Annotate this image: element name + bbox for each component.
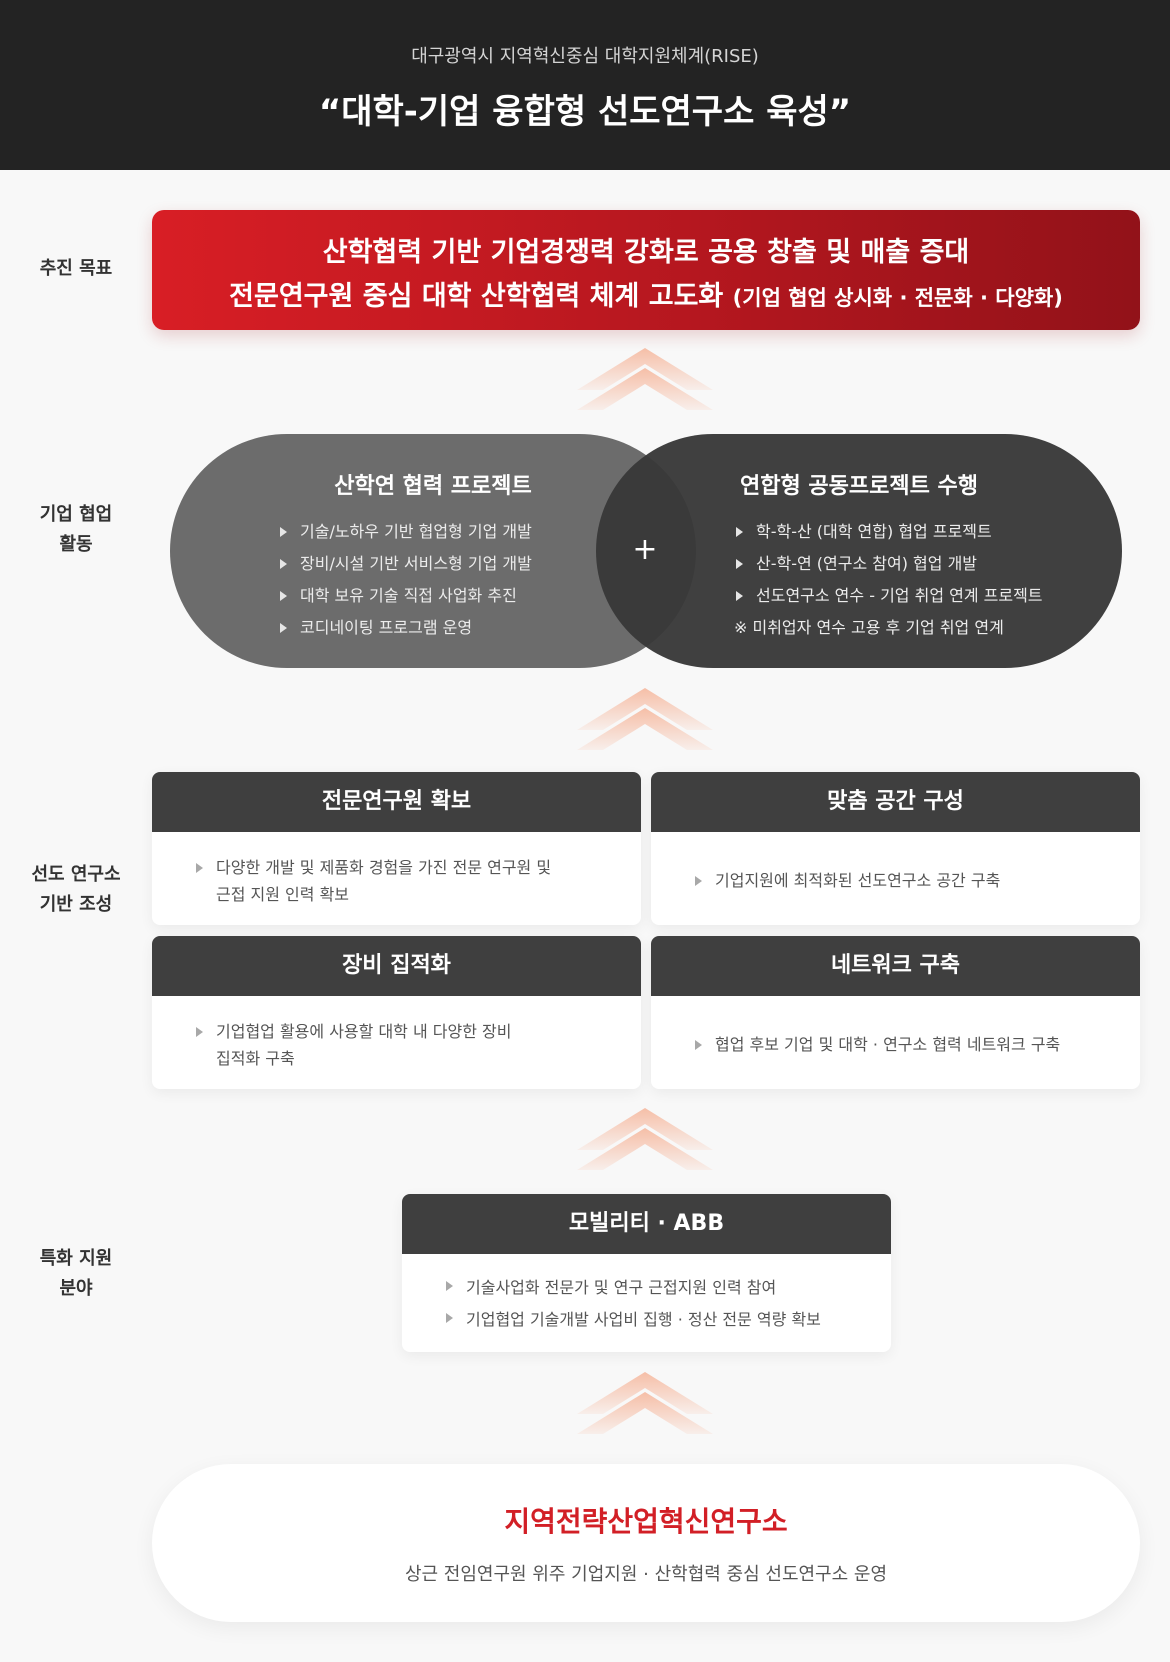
card-item-line: 기업협업 활용에 사용할 대학 내 다양한 장비 <box>216 1022 512 1041</box>
list-item: 산-학-연 (연구소 참여) 협업 개발 <box>734 548 1043 580</box>
card-title: 네트워크 구축 <box>651 936 1140 996</box>
activity-note: ※ 미취업자 연수 고용 후 기업 취업 연계 <box>734 618 1004 637</box>
goal-line-2-main: 전문연구원 중심 대학 산학협력 체계 고도화 <box>229 281 724 312</box>
row-label-foundation-line1: 선도 연구소 <box>31 864 121 885</box>
activity-right-title: 연합형 공동프로젝트 수행 <box>740 474 978 499</box>
institute-name: 지역전략산업혁신연구소 <box>504 1505 788 1538</box>
card-item: 기업지원에 최적화된 선도연구소 공간 구축 <box>693 867 1135 894</box>
card-item-line: 다양한 개발 및 제품화 경험을 가진 전문 연구원 및 <box>216 858 552 877</box>
institute-description: 상근 전임연구원 위주 기업지원 · 산학협력 중심 선도연구소 운영 <box>404 1564 888 1585</box>
card-item: 다양한 개발 및 제품화 경험을 가진 전문 연구원 및 근접 지원 인력 확보 <box>194 854 636 908</box>
activity-right-pill: 연합형 공동프로젝트 수행 학-학-산 (대학 연합) 협업 프로젝트 산-학-… <box>596 434 1122 668</box>
page-header: 대구광역시 지역혁신중심 대학지원체계(RISE) “대학-기업 융합형 선도연… <box>0 0 1170 170</box>
row-label-special-line1: 특화 지원 <box>39 1248 113 1269</box>
card-item: 기업협업 기술개발 사업비 집행 · 정산 전문 역량 확보 <box>444 1304 891 1336</box>
card-item-line: 근접 지원 인력 확보 <box>216 885 350 904</box>
card-title: 맞춤 공간 구성 <box>651 772 1140 832</box>
goal-line-2-small: (기업 협업 상시화 · 전문화 · 다양화) <box>732 286 1063 310</box>
goal-line-1: 산학협력 기반 기업경쟁력 강화로 공용 창출 및 매출 증대 <box>322 237 970 268</box>
activity-right-list: 학-학-산 (대학 연합) 협업 프로젝트 산-학-연 (연구소 참여) 협업 … <box>734 516 1043 644</box>
up-arrow-icon <box>577 688 713 750</box>
plus-icon: + <box>632 532 658 567</box>
row-label-activity-line2: 활동 <box>59 534 93 555</box>
row-label-special-line2: 분야 <box>59 1278 93 1299</box>
row-label-foundation: 선도 연구소 기반 조성 <box>0 860 152 920</box>
card-title: 장비 집적화 <box>152 936 641 996</box>
list-item: 코디네이팅 프로그램 운영 <box>278 612 532 644</box>
foundation-card-space: 맞춤 공간 구성 기업지원에 최적화된 선도연구소 공간 구축 <box>651 772 1140 925</box>
card-item: 협업 후보 기업 및 대학 · 연구소 협력 네트워크 구축 <box>693 1031 1140 1058</box>
list-item: 장비/시설 기반 서비스형 기업 개발 <box>278 548 532 580</box>
list-item: 선도연구소 연수 - 기업 취업 연계 프로젝트 <box>734 580 1043 612</box>
card-item-line: 집적화 구축 <box>216 1049 295 1068</box>
row-label-special: 특화 지원 분야 <box>0 1244 152 1304</box>
up-arrow-icon <box>577 348 713 410</box>
list-item: 학-학-산 (대학 연합) 협업 프로젝트 <box>734 516 1043 548</box>
activity-left-title: 산학연 협력 프로젝트 <box>334 474 532 499</box>
up-arrow-icon <box>577 1108 713 1170</box>
special-field-card: 모빌리티 · ABB 기술사업화 전문가 및 연구 근접지원 인력 참여 기업협… <box>402 1194 891 1352</box>
card-item: 기술사업화 전문가 및 연구 근접지원 인력 참여 <box>444 1272 891 1304</box>
base-institute: 지역전략산업혁신연구소 상근 전임연구원 위주 기업지원 · 산학협력 중심 선… <box>152 1464 1140 1622</box>
card-title: 모빌리티 · ABB <box>402 1194 891 1254</box>
card-item: 기업협업 활용에 사용할 대학 내 다양한 장비 집적화 구축 <box>194 1018 636 1072</box>
activity-left-list: 기술/노하우 기반 협업형 기업 개발 장비/시설 기반 서비스형 기업 개발 … <box>278 516 532 644</box>
list-item: 기술/노하우 기반 협업형 기업 개발 <box>278 516 532 548</box>
foundation-card-equipment: 장비 집적화 기업협업 활용에 사용할 대학 내 다양한 장비 집적화 구축 <box>152 936 641 1089</box>
foundation-card-network: 네트워크 구축 협업 후보 기업 및 대학 · 연구소 협력 네트워크 구축 <box>651 936 1140 1089</box>
goal-banner: 산학협력 기반 기업경쟁력 강화로 공용 창출 및 매출 증대 전문연구원 중심… <box>152 210 1140 330</box>
row-label-foundation-line2: 기반 조성 <box>39 894 113 915</box>
row-label-activity-line1: 기업 협업 <box>39 504 113 525</box>
header-subtitle: 대구광역시 지역혁신중심 대학지원체계(RISE) <box>411 46 759 67</box>
row-label-goal: 추진 목표 <box>0 254 152 284</box>
card-title: 전문연구원 확보 <box>152 772 641 832</box>
up-arrow-icon <box>577 1372 713 1434</box>
foundation-card-researchers: 전문연구원 확보 다양한 개발 및 제품화 경험을 가진 전문 연구원 및 근접… <box>152 772 641 925</box>
page-title: “대학-기업 융합형 선도연구소 육성” <box>318 92 852 132</box>
list-item: 대학 보유 기술 직접 사업화 추진 <box>278 580 532 612</box>
row-label-activity: 기업 협업 활동 <box>0 500 152 560</box>
row-label-goal-text: 추진 목표 <box>39 258 113 279</box>
goal-line-2: 전문연구원 중심 대학 산학협력 체계 고도화 (기업 협업 상시화 · 전문화… <box>152 274 1140 313</box>
